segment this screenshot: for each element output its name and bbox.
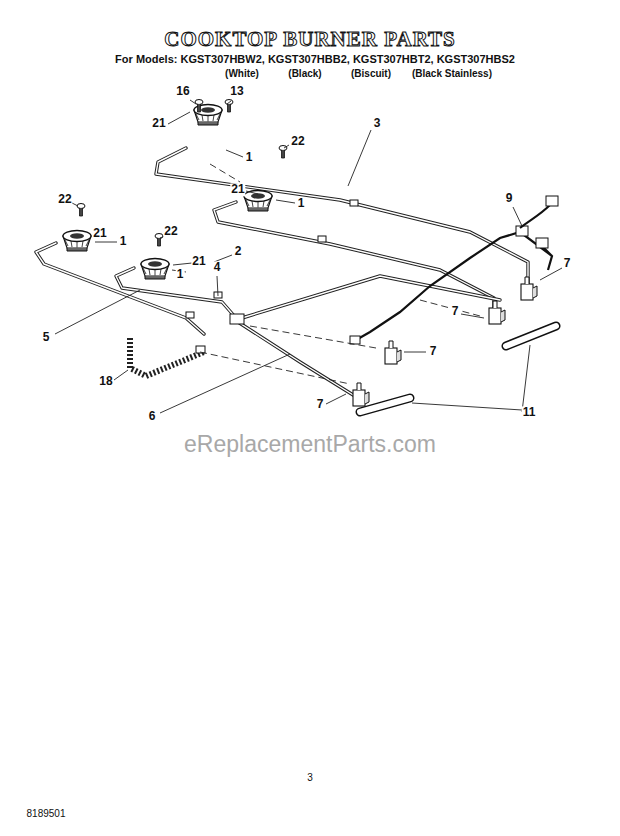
callout-number: 1: [119, 235, 128, 248]
model-list: For Models: KGST307HBW2, KGST307HBB2, KG…: [115, 53, 515, 65]
callout-number: 13: [229, 85, 244, 98]
document-number: 8189501: [27, 808, 66, 819]
callout-number: 1: [245, 151, 254, 164]
callout-number: 4: [213, 261, 222, 274]
callout-number: 7: [429, 345, 438, 358]
color-note: (Black Stainless): [412, 68, 492, 79]
page-title: COOKTOP BURNER PARTS: [164, 28, 456, 51]
page-number: 3: [307, 772, 313, 783]
callout-number: 2: [234, 245, 243, 258]
callout-number: 16: [175, 85, 190, 98]
color-note: (White): [225, 68, 259, 79]
callout-number: 7: [451, 305, 460, 318]
color-note: (Biscuit): [351, 68, 391, 79]
watermark: eReplacementParts.com: [184, 432, 436, 457]
callout-number: 6: [148, 410, 157, 423]
callout-number: 22: [163, 225, 178, 238]
callout-number: 5: [42, 331, 51, 344]
callout-number: 21: [191, 255, 206, 268]
callout-number: 9: [505, 192, 514, 205]
callout-number: 7: [563, 257, 572, 270]
callout-number: 22: [290, 135, 305, 148]
callout-number: 3: [373, 117, 382, 130]
callout-number: 21: [230, 183, 245, 196]
callout-number: 1: [176, 268, 185, 281]
callout-number: 22: [57, 193, 72, 206]
callout-number: 21: [151, 117, 166, 130]
color-note: (Black): [288, 68, 321, 79]
callout-number: 7: [316, 398, 325, 411]
callout-number: 1: [297, 197, 306, 210]
callout-number: 18: [98, 375, 113, 388]
callout-number: 21: [92, 227, 107, 240]
callout-number: 11: [522, 406, 537, 419]
